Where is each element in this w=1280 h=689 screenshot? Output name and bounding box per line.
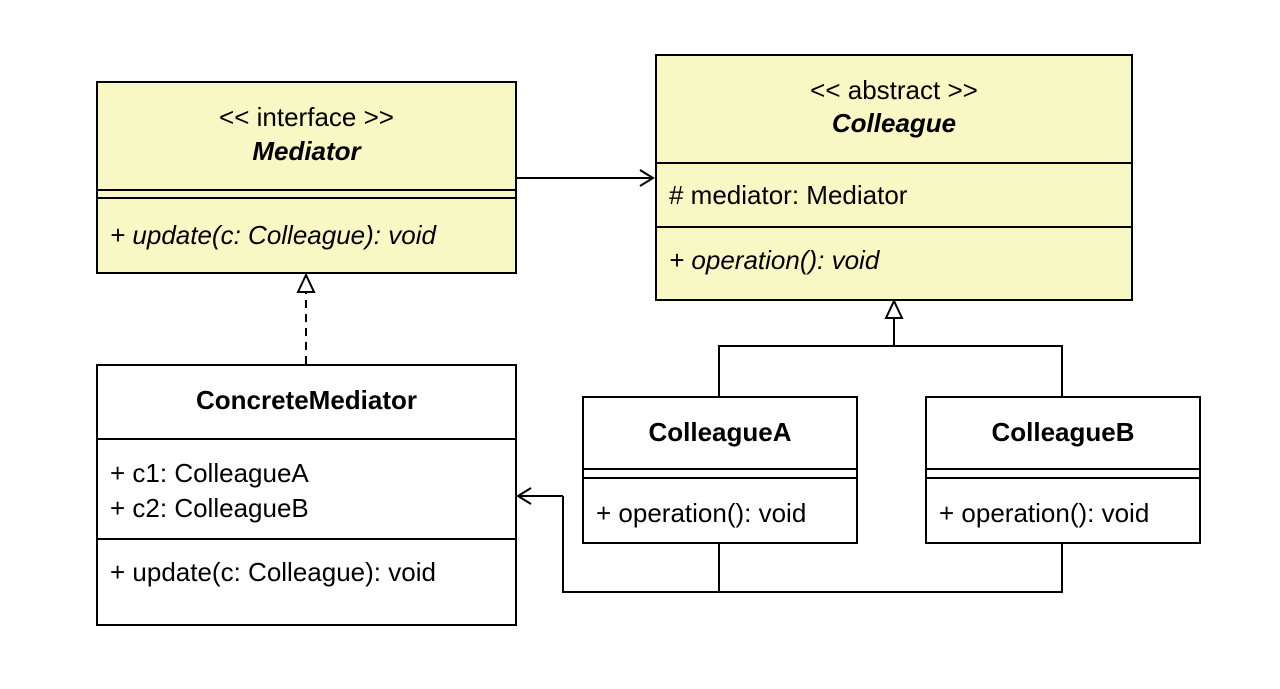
- concrete-mediator-attribute-c1: + c1: ColleagueA: [110, 458, 309, 488]
- colleague-separator-1: [657, 162, 1131, 164]
- colleague-a-operation: + operation(): void: [596, 498, 807, 528]
- colleague-a-separator-2: [584, 477, 856, 479]
- colleague-stereotype: << abstract >>: [810, 75, 978, 105]
- concrete-mediator-class-name: ConcreteMediator: [195, 385, 418, 415]
- concrete-mediator-attribute-c2: + c2: ColleagueB: [110, 493, 309, 523]
- mediator-stereotype: << interface >>: [219, 102, 394, 132]
- concrete-mediator-operation: + update(c: Colleague): void: [110, 557, 436, 587]
- colleague-attribute: # mediator: Mediator: [669, 180, 908, 210]
- colleague-b-separator-2: [927, 477, 1199, 479]
- association-colleagues-to-concrete-mediator: [516, 487, 1063, 593]
- mediator-operation: + update(c: Colleague): void: [110, 220, 436, 250]
- mediator-separator-1: [98, 189, 515, 191]
- colleague-class-name: Colleague: [831, 108, 957, 138]
- realization-concrete-to-mediator: [296, 272, 316, 364]
- colleague-b-class-name: ColleagueB: [991, 417, 1135, 447]
- concrete-mediator-separator-1: [98, 438, 515, 440]
- mediator-interface-class: << interface >> Mediator + update(c: Col…: [96, 81, 517, 274]
- concrete-mediator-separator-2: [98, 538, 515, 540]
- colleague-separator-2: [657, 226, 1131, 228]
- association-mediator-to-colleague: [516, 169, 655, 187]
- mediator-separator-2: [98, 197, 515, 199]
- colleague-abstract-class: << abstract >> Colleague # mediator: Med…: [655, 54, 1133, 301]
- generalization-colleagues-to-colleague: [718, 298, 1063, 396]
- colleague-a-class: ColleagueA + operation(): void: [582, 396, 858, 544]
- colleague-b-class: ColleagueB + operation(): void: [925, 396, 1201, 544]
- colleague-b-operation: + operation(): void: [939, 498, 1150, 528]
- colleague-a-class-name: ColleagueA: [648, 417, 792, 447]
- mediator-class-name: Mediator: [252, 136, 361, 166]
- colleague-operation: + operation(): void: [669, 245, 880, 275]
- colleague-b-separator-1: [927, 468, 1199, 470]
- colleague-a-separator-1: [584, 468, 856, 470]
- concrete-mediator-class: ConcreteMediator + c1: ColleagueA + c2: …: [96, 364, 517, 626]
